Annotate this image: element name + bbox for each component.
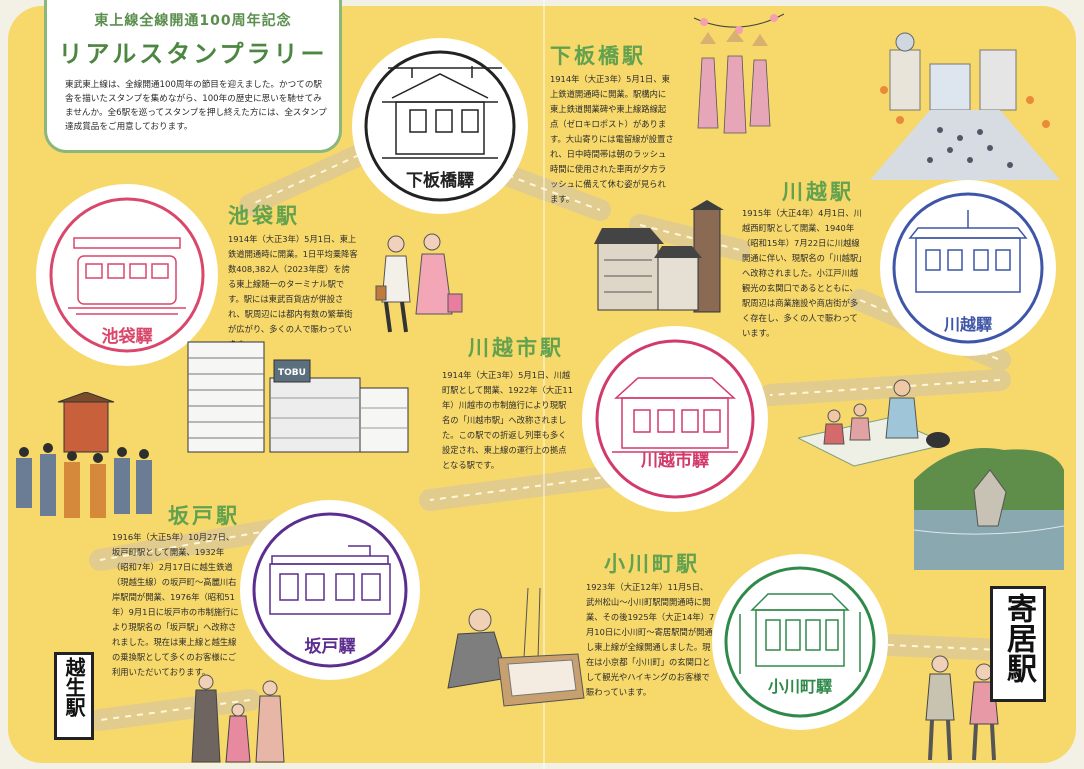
sign-yorii-text: 寄居駅 (1001, 593, 1036, 683)
sign-yorii: 寄居駅 (990, 586, 1046, 702)
title-box: 東上線全線開通100周年記念 リアルスタンプラリー 東武東上線は、全線開通100… (44, 0, 342, 153)
festival-crowd-illustration (870, 32, 1060, 180)
station-desc-ogawamachi: 1923年（大正12年）11月5日、武州松山〜小川町駅間開通時に開業、その後19… (586, 582, 715, 697)
dancers-illustration (693, 13, 785, 134)
station-name-shimoitabashi: 下板橋駅 (550, 44, 646, 68)
stamp-sakado: 坂戸驛 (240, 500, 420, 680)
stamp-ogawamachi: 小川町驛 (712, 554, 888, 730)
stamp-ikebukuro: 池袋驛 (36, 184, 218, 366)
kimono-family-illustration (191, 674, 285, 763)
old-town-illustration (594, 200, 724, 313)
paper-making-illustration (447, 588, 585, 707)
stamp-kawagoeshi: 川越市驛 (582, 326, 768, 512)
center-fold (543, 0, 545, 769)
festival-float-illustration (16, 392, 152, 518)
page-title: リアルスタンプラリー (58, 40, 328, 68)
station-name-kawagoeshi: 川越市駅 (468, 336, 564, 360)
shoppers-illustration (375, 233, 463, 333)
intro-text: 東武東上線は、全線開通100周年の節目を迎えました。かつての駅舎を描いたスタンプ… (65, 80, 327, 132)
station-desc-sakado: 1916年（大正5年）10月27日、坂戸町駅として開業、1932年（昭和7年）2… (112, 532, 239, 677)
sign-ogose: 越生駅 (54, 652, 94, 740)
station-desc-ikebukuro: 1914年（大正3年）5月1日、東上鉄道開通時に開業。1日平均乗降客数408,3… (228, 234, 358, 349)
station-name-kawagoe: 川越駅 (782, 180, 854, 204)
picnic-illustration (798, 379, 950, 467)
station-name-ikebukuro: 池袋駅 (228, 204, 300, 228)
station-desc-kawagoeshi: 1914年（大正3年）5月1日、川越町駅として開業、1922年（大正11年）川越… (442, 370, 573, 470)
sign-ogose-text: 越生駅 (62, 657, 86, 717)
title-subtitle: 東上線全線開通100周年記念 (94, 13, 292, 29)
stamp-kawagoe: 川越驛 (880, 180, 1056, 356)
hikers-illustration (925, 655, 999, 761)
station-name-ogawamachi: 小川町駅 (604, 552, 700, 576)
tobu-sign: TOBU (278, 368, 306, 378)
building-illustration: TOBU (187, 341, 409, 453)
station-desc-kawagoe: 1915年（大正4年）4月1日、川越西町駅として開業、1940年（昭和15年）7… (742, 208, 863, 338)
station-name-sakado: 坂戸駅 (168, 504, 240, 528)
stamp-shimoitabashi: 下板橋驛 (352, 38, 528, 214)
river-landscape-illustration (914, 448, 1064, 570)
station-desc-shimoitabashi: 1914年（大正3年）5月1日、東上鉄道開通時に開業。駅構内に東上鉄道開業碑や東… (550, 74, 674, 204)
